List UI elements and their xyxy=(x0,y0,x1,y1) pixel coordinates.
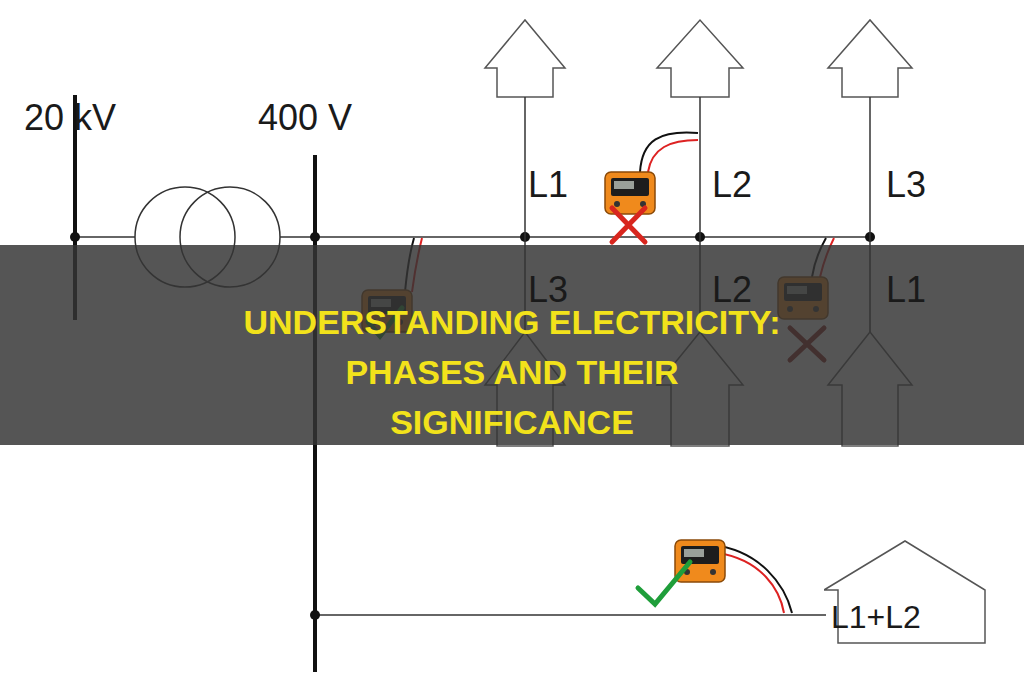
house-label: L1+L2 xyxy=(831,599,921,636)
house-node: L1+L2 xyxy=(824,540,986,644)
phase-label: L2 xyxy=(712,165,752,205)
phase-label: L1 xyxy=(886,270,926,310)
phase-label: L1 xyxy=(528,165,568,205)
phase-label: L2 xyxy=(712,270,752,310)
phase-label: L3 xyxy=(528,270,568,310)
phase-label: L3 xyxy=(886,165,926,205)
title-text: UNDERSTANDING ELECTRICITY: PHASES AND TH… xyxy=(232,297,792,447)
voltage-label: 20 kV xyxy=(24,98,116,138)
voltage-label: 400 V xyxy=(258,98,352,138)
